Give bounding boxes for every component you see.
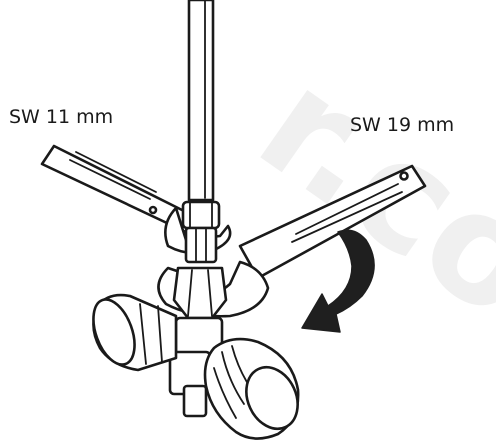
wrench-19mm-label: SW 19 mm: [350, 114, 455, 136]
valve-knob: [203, 337, 300, 440]
angle-valve-body: [92, 293, 224, 418]
compression-nut: [181, 200, 221, 264]
wrench-11mm-label: SW 11 mm: [9, 106, 114, 128]
valve-hex-nut: [172, 266, 228, 320]
supply-pipe: [187, 0, 215, 202]
curved-rotation-arrow: [301, 229, 375, 333]
